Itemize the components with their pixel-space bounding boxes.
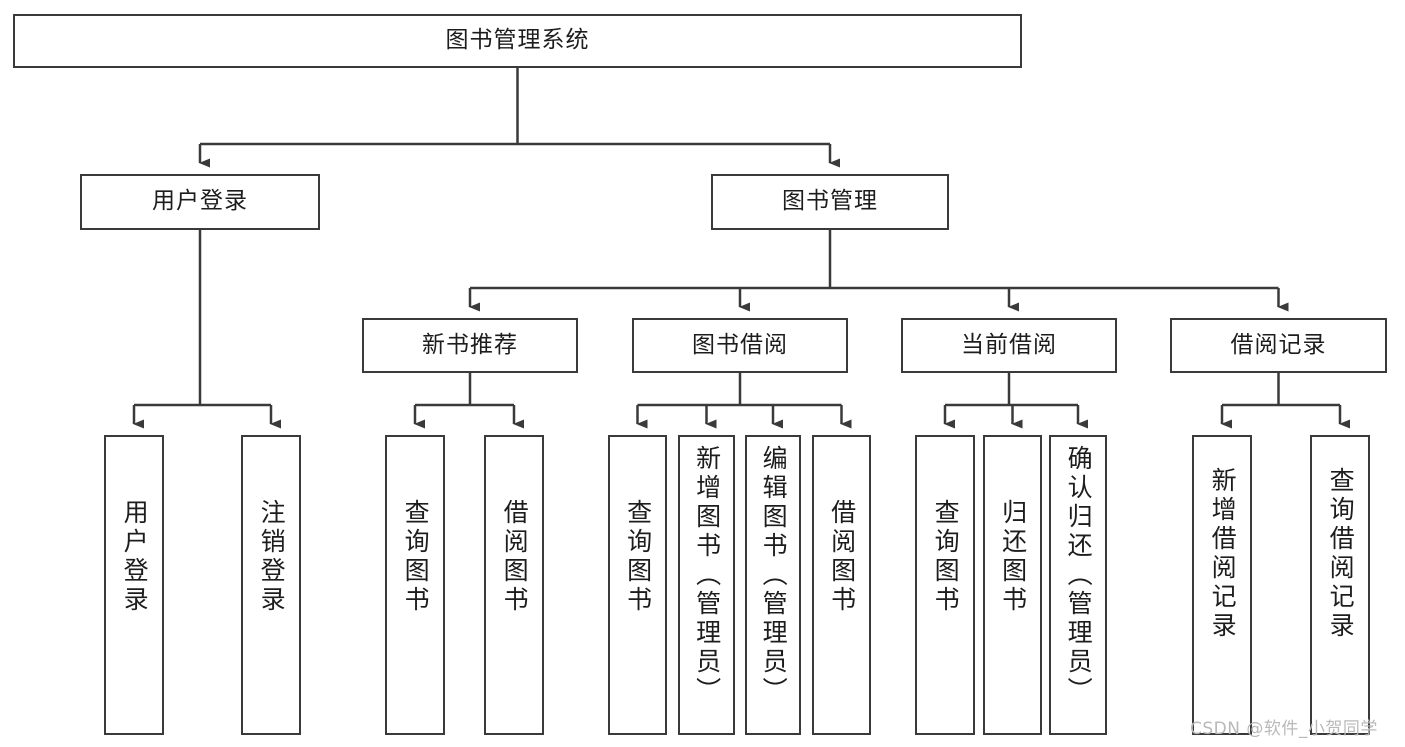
leaf-query-book-rec[interactable]: 查询图书 — [385, 435, 445, 735]
node-root[interactable]: 图书管理系统 — [13, 14, 1022, 68]
leaf-add-book-admin-label: 新增图书（管理员） — [692, 445, 722, 706]
node-borrow-record-label: 借阅记录 — [1230, 331, 1327, 358]
node-book-manage[interactable]: 图书管理 — [711, 174, 949, 230]
leaf-edit-book-admin-label: 编辑图书（管理员） — [759, 445, 789, 706]
leaf-add-borrow-record[interactable]: 新增借阅记录 — [1192, 435, 1252, 735]
leaf-user-logout-label: 注销登录 — [257, 499, 287, 615]
leaf-query-book-current-label: 查询图书 — [931, 499, 961, 615]
leaf-query-borrow-record[interactable]: 查询借阅记录 — [1310, 435, 1370, 735]
node-user-login-label: 用户登录 — [152, 188, 248, 215]
node-new-book-recommend-label: 新书推荐 — [422, 331, 518, 358]
leaf-return-book[interactable]: 归还图书 — [983, 435, 1042, 735]
leaf-borrow-book-rec[interactable]: 借阅图书 — [484, 435, 544, 735]
node-current-borrow-label: 当前借阅 — [961, 331, 1057, 358]
leaf-query-borrow-record-label: 查询借阅记录 — [1326, 467, 1356, 641]
leaf-edit-book-admin[interactable]: 编辑图书（管理员） — [745, 435, 801, 735]
node-current-borrow[interactable]: 当前借阅 — [901, 318, 1117, 373]
node-book-manage-label: 图书管理 — [782, 188, 878, 215]
leaf-add-borrow-record-label: 新增借阅记录 — [1208, 467, 1238, 641]
leaf-confirm-return-admin[interactable]: 确认归还（管理员） — [1049, 435, 1107, 735]
leaf-return-book-label: 归还图书 — [998, 499, 1028, 615]
leaf-borrow-book-rec-label: 借阅图书 — [500, 499, 530, 615]
leaf-confirm-return-admin-label: 确认归还（管理员） — [1064, 445, 1094, 706]
node-user-login[interactable]: 用户登录 — [80, 174, 320, 230]
node-new-book-recommend[interactable]: 新书推荐 — [362, 318, 578, 373]
leaf-query-book-current[interactable]: 查询图书 — [915, 435, 975, 735]
leaf-query-book-borrow[interactable]: 查询图书 — [608, 435, 667, 735]
leaf-user-logout[interactable]: 注销登录 — [241, 435, 301, 735]
node-book-borrow[interactable]: 图书借阅 — [632, 318, 848, 373]
node-book-borrow-label: 图书借阅 — [692, 331, 788, 358]
leaf-user-login-label: 用户登录 — [120, 499, 150, 615]
leaf-user-login[interactable]: 用户登录 — [104, 435, 164, 735]
leaf-query-book-borrow-label: 查询图书 — [623, 499, 653, 615]
leaf-borrow-book[interactable]: 借阅图书 — [812, 435, 871, 735]
leaf-query-book-rec-label: 查询图书 — [401, 499, 431, 615]
node-root-label: 图书管理系统 — [445, 27, 590, 54]
csdn-watermark: CSDN @软件_小贺同学 — [1190, 719, 1378, 739]
leaf-borrow-book-label: 借阅图书 — [827, 499, 857, 615]
leaf-add-book-admin[interactable]: 新增图书（管理员） — [678, 435, 735, 735]
node-borrow-record[interactable]: 借阅记录 — [1170, 318, 1387, 373]
